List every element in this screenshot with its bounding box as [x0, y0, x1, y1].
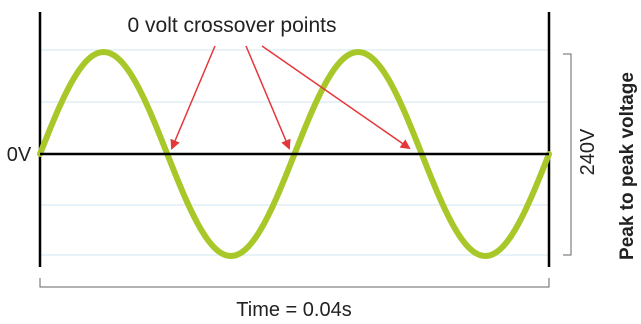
time-label: Time = 0.04s: [236, 299, 351, 321]
grid-lines: [40, 49, 549, 256]
crossover-arrow: [170, 45, 216, 150]
zero-volt-label: 0V: [7, 144, 32, 166]
crossover-arrow: [261, 45, 411, 150]
crossover-arrow: [245, 45, 291, 150]
crossover-arrows: [170, 45, 411, 150]
peak-to-peak-bracket: [563, 53, 572, 256]
time-bracket: [39, 278, 550, 288]
peak-to-peak-label: Peak to peak voltage: [617, 72, 638, 260]
crossover-title: 0 volt crossover points: [128, 14, 337, 37]
voltage-label: 240V: [577, 128, 599, 175]
